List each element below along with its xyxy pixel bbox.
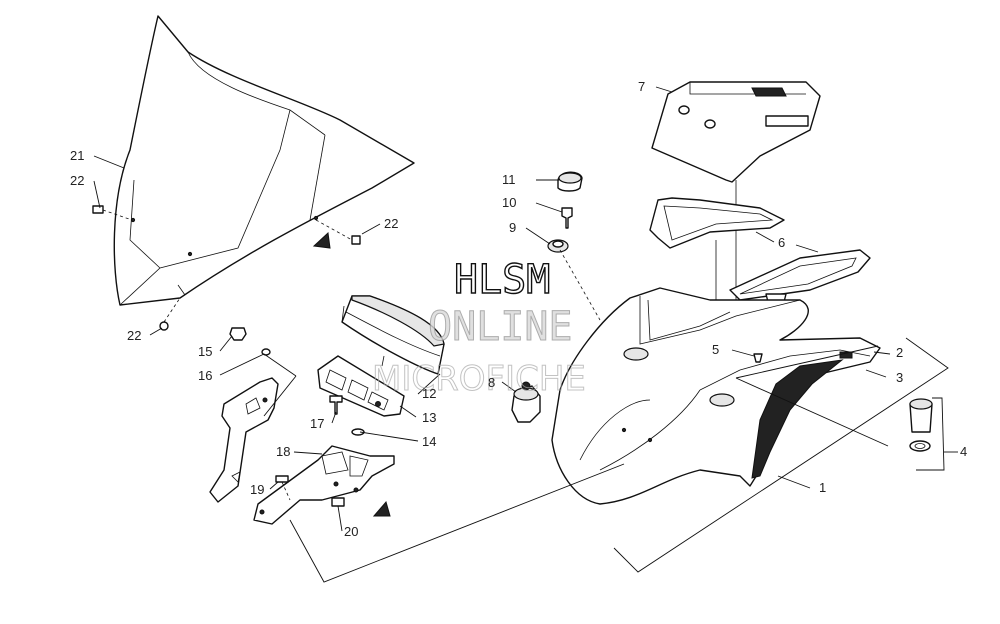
callout-6: 6 xyxy=(778,235,785,250)
trim-lower xyxy=(729,249,871,303)
leader-lines xyxy=(93,86,958,583)
callout-14: 14 xyxy=(422,434,436,449)
screw-19 xyxy=(275,475,291,501)
callout-15: 15 xyxy=(198,344,212,359)
clip-14 xyxy=(351,428,365,436)
callout-2: 2 xyxy=(896,345,903,360)
windshield-screw-right xyxy=(315,219,361,245)
watermark-line-1: HLSM xyxy=(454,257,550,303)
screw-20 xyxy=(331,497,345,507)
callout-9: 9 xyxy=(509,220,516,235)
callout-7: 7 xyxy=(638,79,645,94)
callout-22-left: 22 xyxy=(70,173,84,188)
key-10 xyxy=(561,207,573,229)
callout-18: 18 xyxy=(276,444,290,459)
callout-16: 16 xyxy=(198,368,212,383)
callout-4: 4 xyxy=(960,444,967,459)
mount-bracket-lower xyxy=(253,445,395,525)
callout-12: 12 xyxy=(422,386,436,401)
callout-17: 17 xyxy=(310,416,324,431)
windshield xyxy=(113,15,415,306)
callout-10: 10 xyxy=(502,195,516,210)
callout-22-bottom: 22 xyxy=(127,328,141,343)
callout-21: 21 xyxy=(70,148,84,163)
callout-11: 11 xyxy=(502,172,516,187)
watermark-line-3: MICROFICHE xyxy=(372,359,586,399)
nut-15 xyxy=(229,327,247,341)
callout-22-right: 22 xyxy=(384,216,398,231)
ignition-cap-11 xyxy=(557,171,583,192)
callout-8: 8 xyxy=(488,375,495,390)
view-arrow-icon-lower xyxy=(372,500,391,517)
storage-compartment xyxy=(651,81,821,183)
watermark-line-2: ONLINE xyxy=(428,304,573,350)
callout-5: 5 xyxy=(712,342,719,357)
ignition-switch xyxy=(511,381,541,423)
screw-17 xyxy=(329,395,343,415)
grommet-9 xyxy=(547,239,569,253)
screw-5 xyxy=(753,353,763,363)
callout-19: 19 xyxy=(250,482,264,497)
watermark: HLSM ONLINE MICROFICHE xyxy=(372,256,587,399)
windshield-washer xyxy=(159,297,181,331)
hood-panel xyxy=(551,287,881,505)
view-arrow-icon xyxy=(312,231,331,249)
callout-20: 20 xyxy=(344,524,358,539)
callout-3: 3 xyxy=(896,370,903,385)
power-socket xyxy=(909,398,933,452)
trim-upper xyxy=(649,197,785,249)
callout-13: 13 xyxy=(422,410,436,425)
gauge-bracket xyxy=(317,355,405,417)
callout-labels: 1 2 3 4 5 6 7 8 9 10 11 12 13 14 15 16 1… xyxy=(70,79,967,539)
mount-bracket-upper xyxy=(209,377,279,503)
gauge-cluster xyxy=(341,295,445,375)
callout-1: 1 xyxy=(819,480,826,495)
